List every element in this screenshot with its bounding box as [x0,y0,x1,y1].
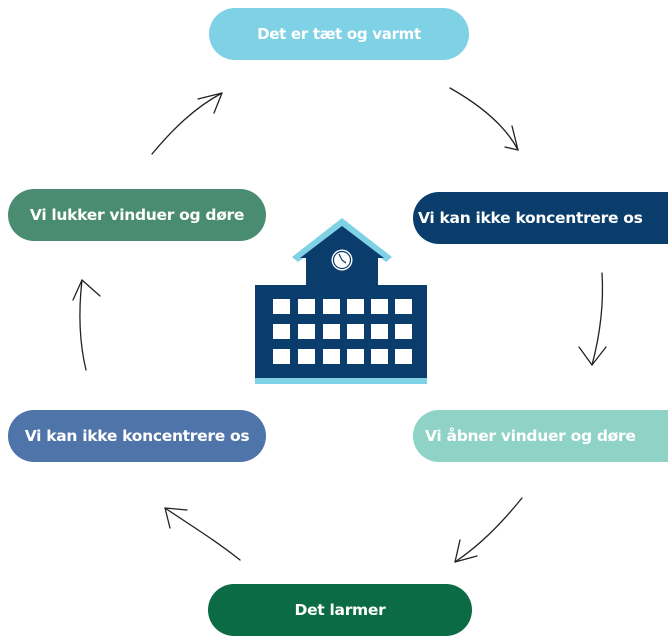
building-base [255,378,427,384]
arrow-4-icon [164,507,241,561]
cycle-step-5-label: Vi kan ikke koncentrere os [24,427,250,445]
cycle-step-2: Vi kan ikke koncentrere os [413,192,668,244]
cycle-step-6-label: Vi lukker vinduer og døre [29,206,245,224]
arrow-6-icon [151,92,223,155]
cycle-step-1: Det er tæt og varmt [209,8,469,60]
cycle-step-2-label: Vi kan ikke koncentrere os [418,209,643,227]
cycle-step-1-label: Det er tæt og varmt [257,25,421,43]
cycle-step-3-label: Vi åbner vinduer og døre [425,427,636,445]
windows [273,299,412,364]
cycle-step-6: Vi lukker vinduer og døre [8,189,266,241]
cycle-step-4: Det larmer [208,584,472,636]
arrow-3-icon [454,497,523,563]
arrow-1-icon [449,87,519,151]
cycle-step-3: Vi åbner vinduer og døre [413,410,668,462]
cycle-step-5: Vi kan ikke koncentrere os [8,410,266,462]
cycle-step-4-label: Det larmer [294,601,386,619]
arrow-5-icon [72,279,101,371]
arrow-2-icon [578,272,607,366]
